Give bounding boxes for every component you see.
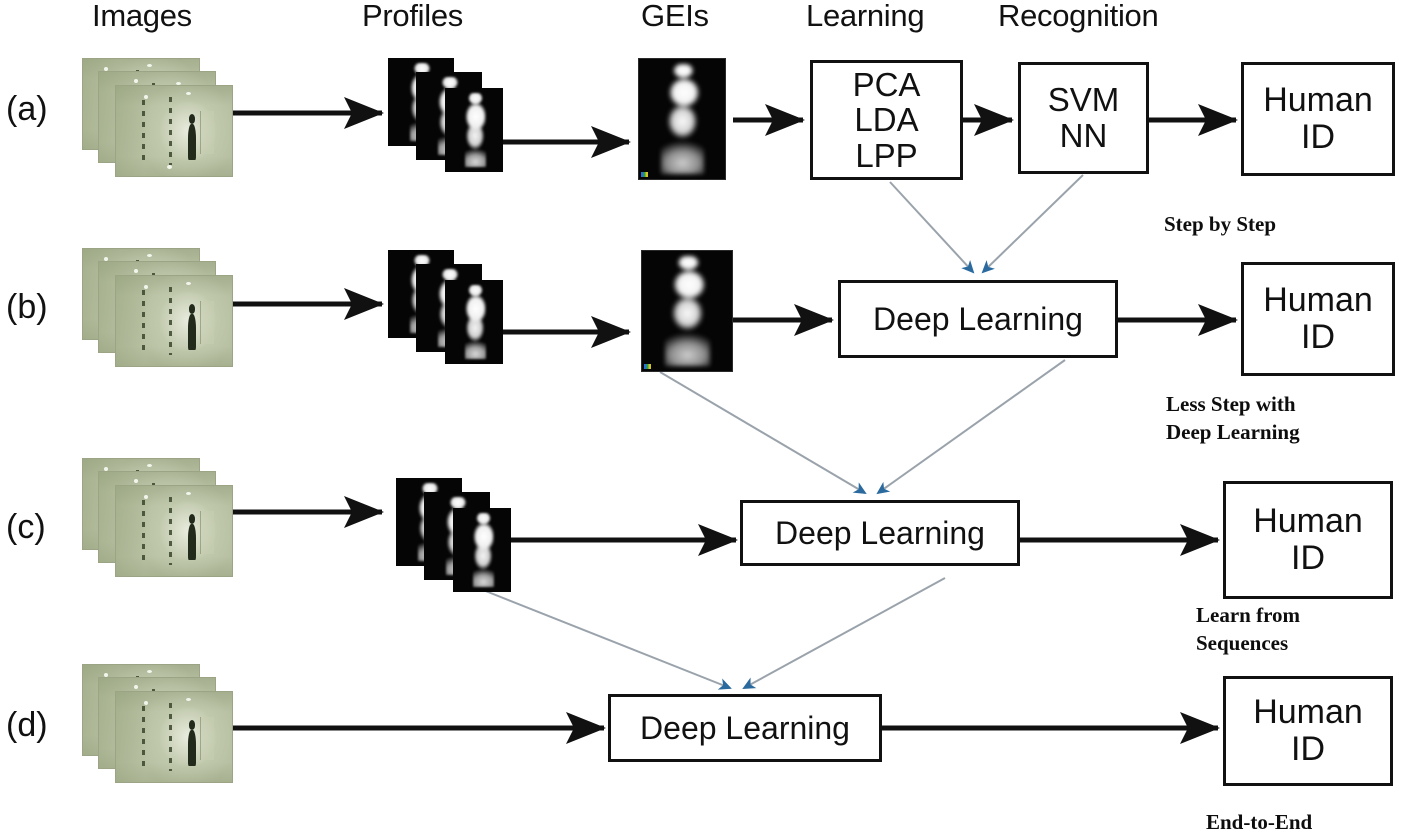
row-label-a: (a) [6,90,48,128]
column-header-profiles: Profiles [362,0,463,33]
row-a-profiles-stack [388,58,518,178]
deep-learning-convergence-connectors [477,174,1084,690]
box-deep-learning-c[interactable]: Deep Learning [740,500,1020,566]
box-line-svm: SVM [1047,81,1120,119]
column-header-geis: GEIs [641,0,709,33]
row-label-b: (b) [6,288,48,326]
column-header-images: Images [92,0,192,33]
box-line-human: Human [1253,693,1363,732]
image-frame-3 [115,85,233,177]
box-line-deep-learning: Deep Learning [873,300,1083,337]
row-c-arrows [232,495,1221,556]
row-b-images-stack [82,248,242,368]
profile-frame-3 [453,508,511,592]
box-human-id-d[interactable]: Human ID [1223,676,1393,786]
profile-frame-3 [445,280,503,364]
box-human-id-c[interactable]: Human ID [1223,481,1393,599]
box-line-lda: LDA [854,101,919,139]
box-line-nn: NN [1059,117,1108,154]
box-line-pca: PCA [852,65,921,103]
row-label-d: (d) [6,706,48,744]
box-line-id: ID [1301,118,1335,156]
row-a-gei-image [638,58,726,180]
row-b-arrows [232,287,1239,348]
row-c-profiles-stack [396,478,526,598]
image-frame-3 [115,275,233,367]
box-line-lpp: LPP [855,136,918,174]
box-line-human: Human [1263,281,1373,320]
box-line-id: ID [1301,318,1335,356]
box-human-id-a[interactable]: Human ID [1241,62,1395,176]
box-learning-methods[interactable]: PCA LDA LPP [810,60,963,180]
row-d-images-stack [82,664,242,784]
image-frame-3 [115,691,233,783]
caption-row-c: Learn from Sequences [1196,603,1301,656]
box-line-id: ID [1291,539,1325,577]
box-line-id: ID [1291,730,1325,768]
column-header-recognition: Recognition [998,0,1159,33]
box-line-deep-learning: Deep Learning [640,709,850,746]
row-c-images-stack [82,458,242,578]
profile-frame-3 [445,88,503,172]
box-line-human: Human [1253,502,1363,541]
caption-row-b: Less Step with Deep Learning [1166,392,1300,445]
box-deep-learning-b[interactable]: Deep Learning [838,280,1118,358]
box-recognition-methods[interactable]: SVM NN [1018,62,1149,174]
box-line-deep-learning: Deep Learning [775,514,985,551]
column-header-learning: Learning [806,0,925,33]
caption-row-a: Step by Step [1164,212,1277,236]
row-a-images-stack [82,58,242,178]
row-b-profiles-stack [388,250,518,370]
row-b-gei-image [641,250,733,372]
row-label-c: (c) [6,508,46,546]
image-frame-3 [115,485,233,577]
row-a-arrows [232,96,1239,158]
caption-row-d: End-to-End [1206,810,1313,833]
box-deep-learning-d[interactable]: Deep Learning [608,694,882,762]
box-line-human: Human [1263,81,1373,120]
box-human-id-b[interactable]: Human ID [1241,262,1395,376]
